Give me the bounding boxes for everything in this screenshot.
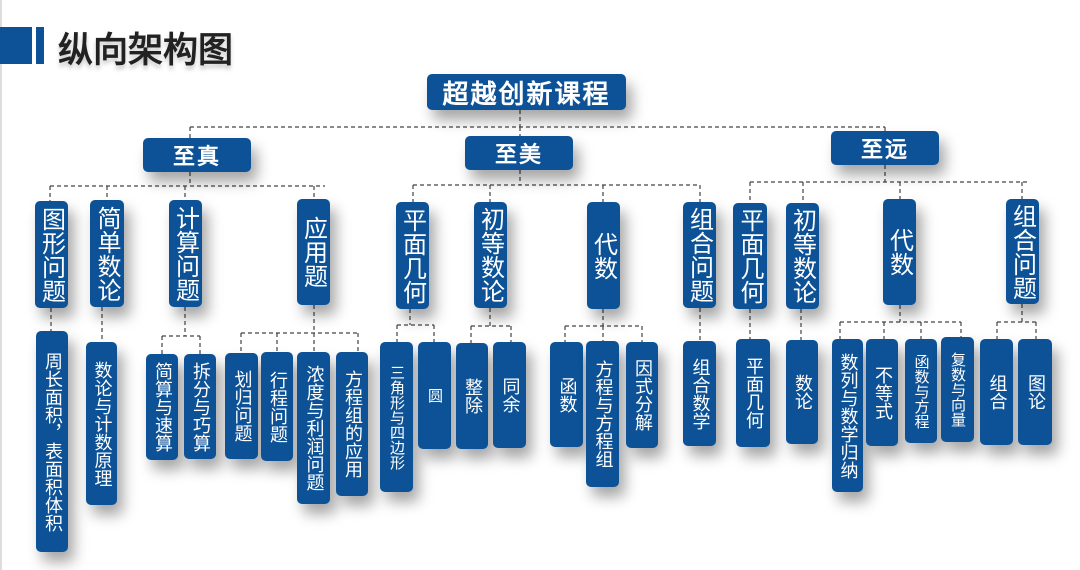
- subtopic-node: 函数: [550, 342, 583, 447]
- topic-node: 平面几何: [733, 203, 767, 309]
- subtopic-node: 同余: [493, 342, 526, 448]
- topic-node: 应用题: [297, 199, 330, 305]
- page-title: 纵向架构图: [58, 31, 234, 71]
- subtopic-node: 组合数学: [683, 341, 716, 446]
- subtopic-node: 复数与向量: [941, 337, 974, 442]
- topic-node: 组合问题: [683, 202, 716, 308]
- subtopic-node: 划归问题: [225, 353, 258, 459]
- topic-node: 计算问题: [169, 200, 202, 307]
- subtopic-node: 方程与方程组: [586, 341, 619, 487]
- subtopic-node: 圆: [418, 342, 451, 449]
- left-edge: [0, 0, 2, 570]
- subtopic-node: 组合: [980, 339, 1013, 445]
- topic-node: 图形问题: [35, 201, 68, 308]
- topic-node: 简单数论: [90, 200, 124, 307]
- subtopic-node: 不等式: [866, 339, 898, 446]
- topic-node: 初等数论: [786, 203, 819, 309]
- subtopic-node: 拆分与巧算: [184, 354, 216, 459]
- subtopic-node: 函数与方程: [905, 339, 937, 443]
- subtopic-node: 浓度与利润问题: [297, 352, 330, 504]
- subtopic-node: 因式分解: [626, 342, 658, 448]
- topic-node: 初等数论: [474, 202, 507, 308]
- branch-zhiyuan: 至远: [831, 131, 939, 165]
- title-accent-bar: [36, 27, 44, 64]
- branch-zhimei: 至美: [465, 136, 573, 170]
- subtopic-node: 三角形与四边形: [380, 342, 413, 492]
- topic-node: 代数: [883, 199, 916, 305]
- subtopic-node: 周长面积，表面积体积: [36, 331, 68, 552]
- subtopic-node: 数论与计数原理: [86, 342, 117, 505]
- subtopic-node: 图论: [1018, 339, 1052, 445]
- subtopic-node: 数论: [786, 340, 818, 444]
- topic-node: 代数: [587, 202, 620, 309]
- subtopic-node: 简算与速算: [146, 354, 178, 460]
- subtopic-node: 行程问题: [261, 352, 293, 461]
- subtopic-node: 整除: [456, 343, 488, 449]
- branch-zhizhen: 至真: [143, 138, 251, 172]
- topic-node: 组合问题: [1006, 199, 1039, 304]
- root-node: 超越创新课程: [427, 74, 626, 110]
- topic-node: 平面几何: [396, 202, 429, 309]
- subtopic-node: 方程组的应用: [336, 352, 368, 496]
- subtopic-node: 数列与数学归纳: [832, 339, 863, 492]
- subtopic-node: 平面几何: [736, 339, 770, 447]
- title-accent-block: [0, 27, 32, 64]
